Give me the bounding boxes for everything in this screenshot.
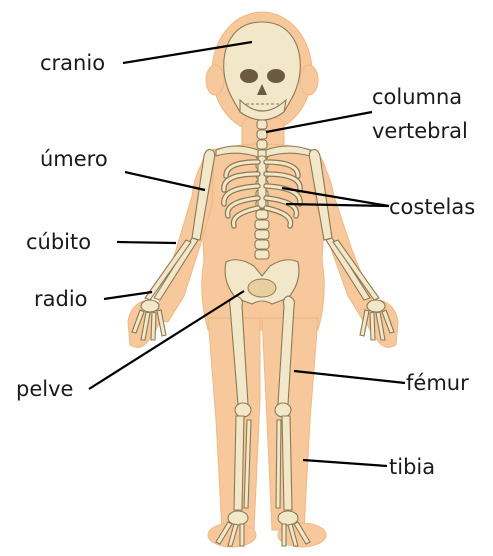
fibula-right bbox=[276, 420, 281, 508]
eye-socket-left bbox=[240, 69, 258, 83]
label-cubito: cúbito bbox=[26, 230, 91, 254]
patella-left bbox=[235, 403, 251, 417]
label-cranio: cranio bbox=[40, 51, 105, 75]
body-ear-right bbox=[300, 65, 318, 95]
leader-cubito bbox=[117, 242, 176, 243]
label-femur: fémur bbox=[406, 371, 469, 395]
label-columna-line2: vertebral bbox=[372, 119, 468, 143]
body-ear-left bbox=[206, 65, 224, 95]
label-columna-line1: columna bbox=[372, 85, 462, 109]
label-pelve: pelve bbox=[16, 377, 73, 401]
label-tibia: tibia bbox=[389, 455, 435, 479]
label-umero: úmero bbox=[40, 147, 108, 171]
eye-socket-right bbox=[267, 69, 285, 83]
leader-tibia bbox=[303, 460, 387, 466]
label-costelas: costelas bbox=[389, 195, 475, 219]
pelvis-opening bbox=[248, 279, 276, 297]
patella-right bbox=[275, 403, 291, 417]
label-radio: radio bbox=[34, 287, 88, 311]
tibia-right bbox=[282, 416, 292, 510]
leader-umero bbox=[125, 172, 205, 190]
tibia-left bbox=[234, 416, 244, 510]
skull bbox=[224, 22, 300, 112]
